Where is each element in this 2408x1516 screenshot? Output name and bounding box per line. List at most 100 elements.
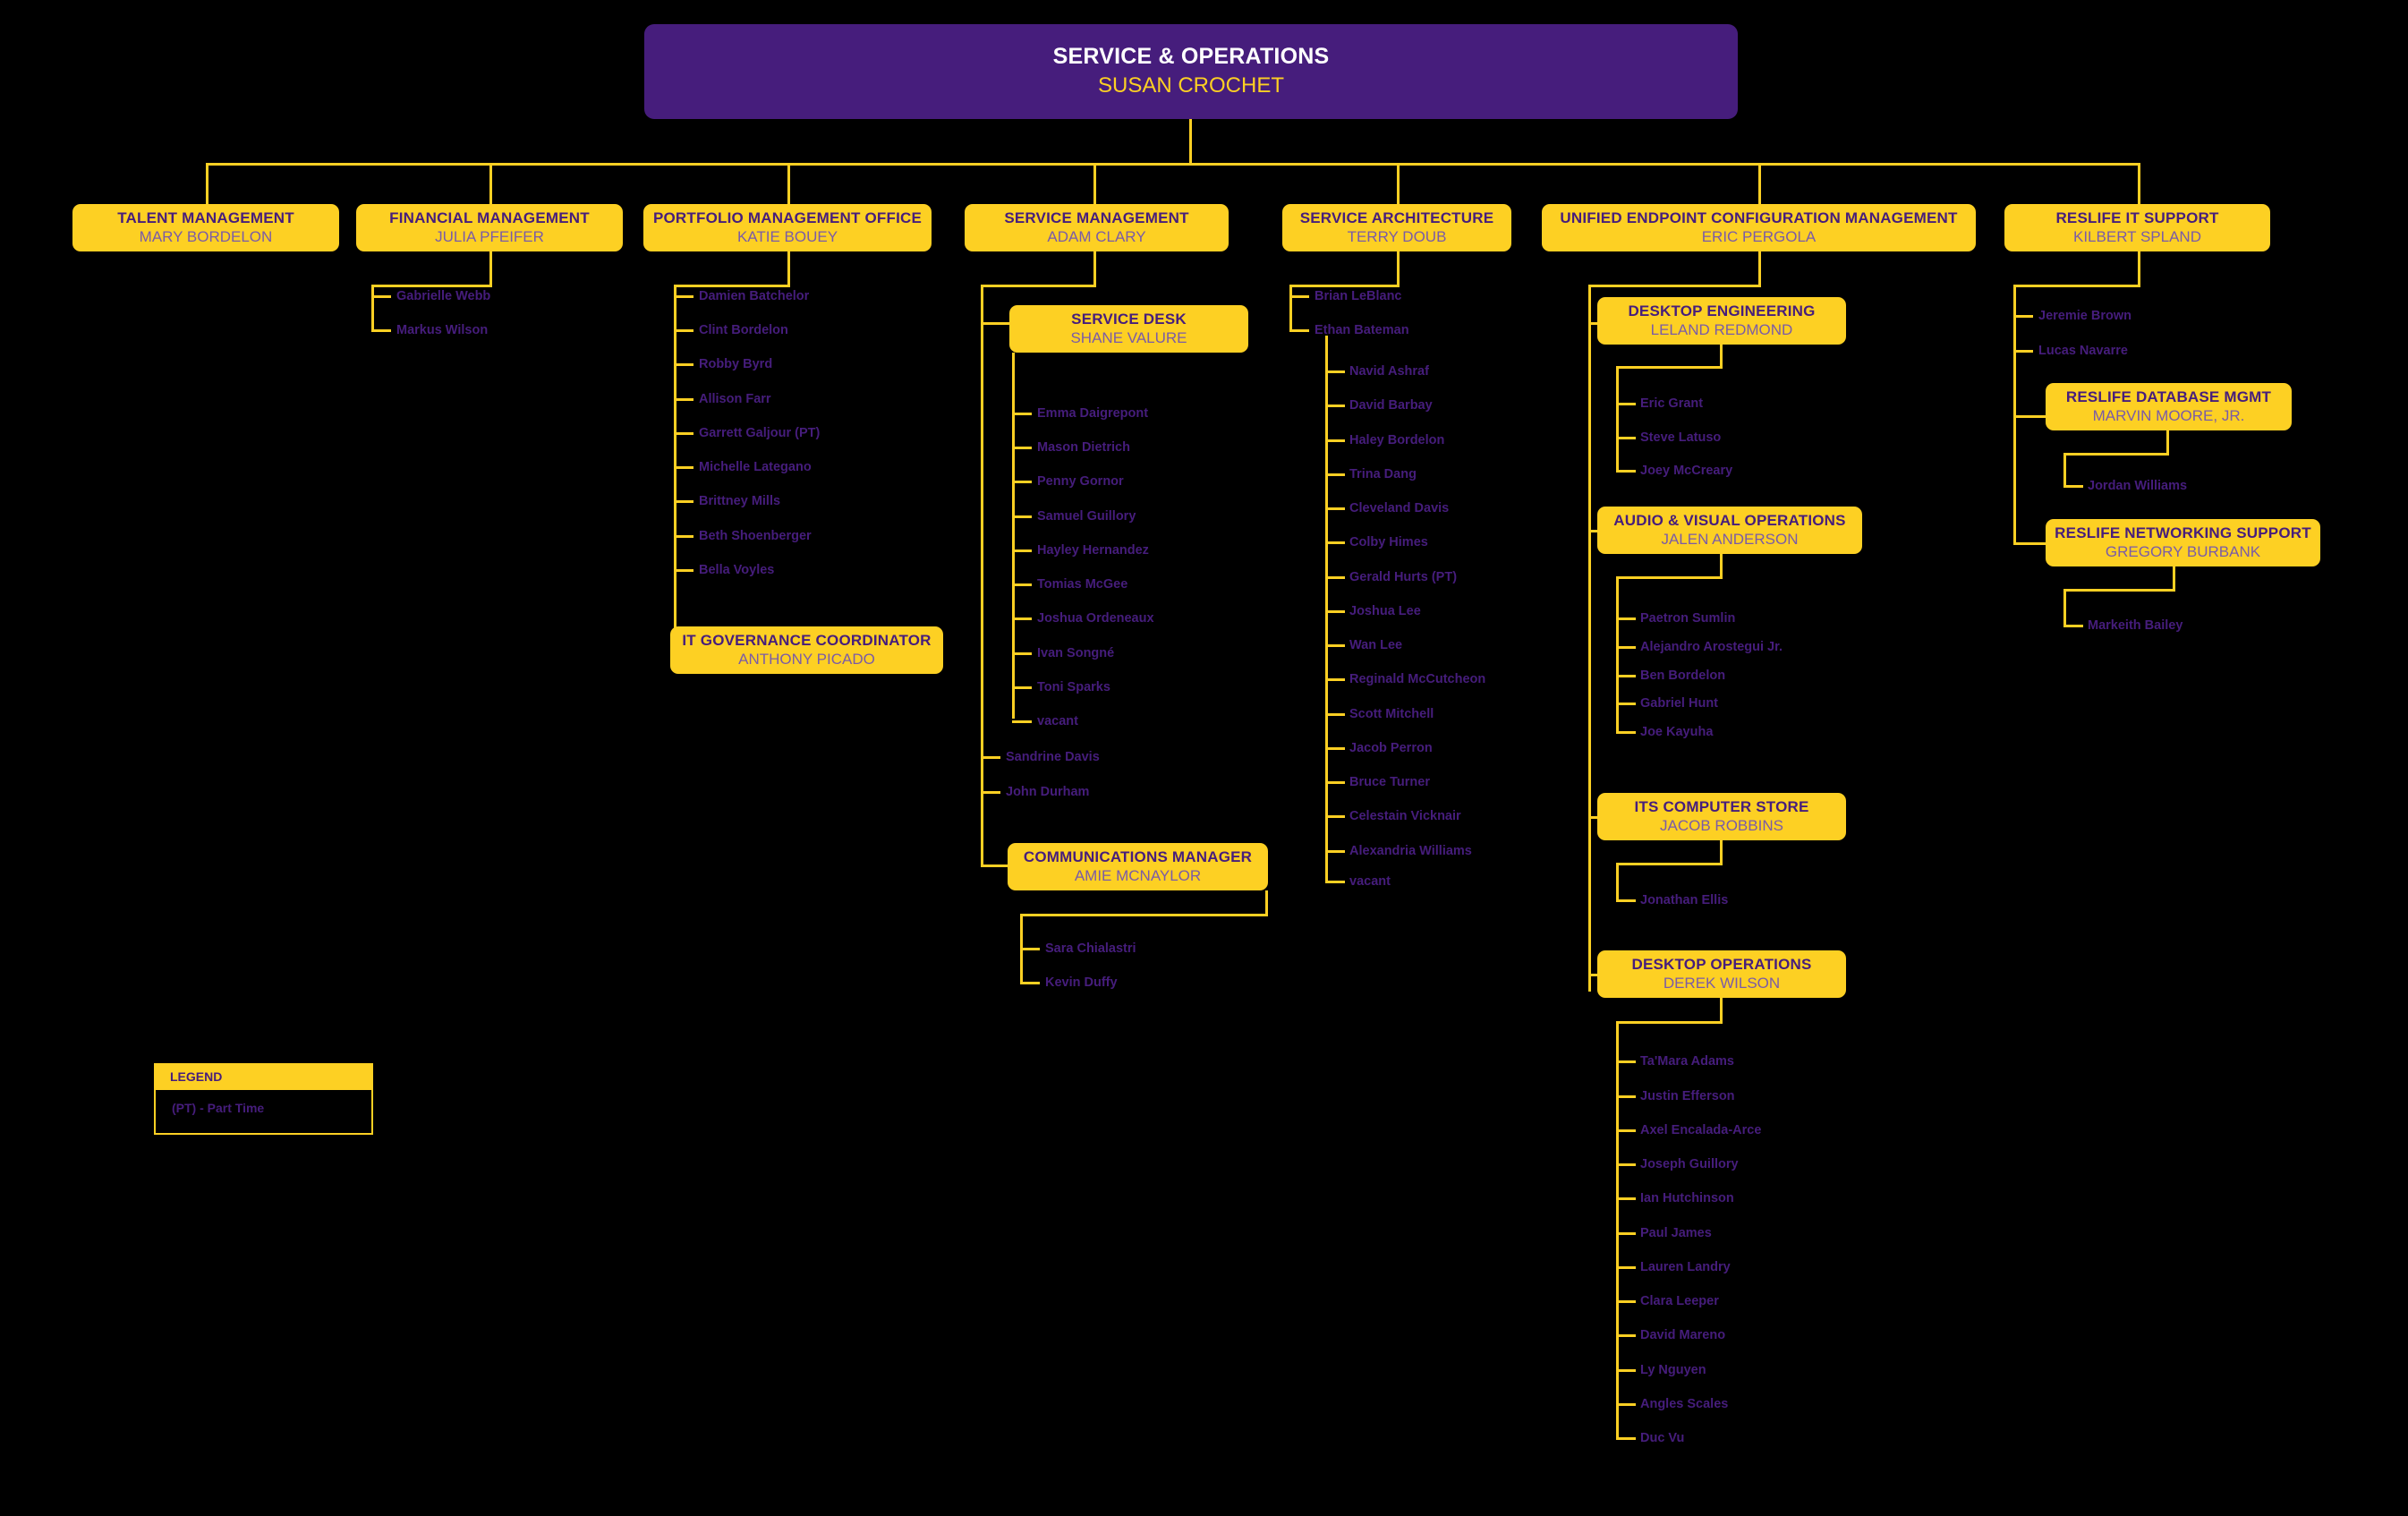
connector-financial-tick-0 (371, 295, 391, 298)
node-reslife-networking-support[interactable]: RESLIFE NETWORKING SUPPORT GREGORY BURBA… (2046, 519, 2320, 566)
connector-bateman-tick-10 (1325, 713, 1345, 716)
connector-servicedesk-tick-7 (1012, 652, 1032, 655)
connector-portfolio-tick-6 (674, 500, 693, 503)
staff-name: Jacob Perron (1349, 741, 1433, 755)
staff-name: Alejandro Arostegui Jr. (1640, 640, 1783, 654)
node-service-management[interactable]: SERVICE MANAGEMENT ADAM CLARY (965, 204, 1229, 251)
node-title: FINANCIAL MANAGEMENT (389, 209, 590, 227)
connector-bateman-tick-9 (1325, 678, 1345, 681)
connector-deskeng-elbow (1616, 366, 1723, 369)
connector-root-drop (1189, 119, 1192, 163)
connector-portfolio-tick-0 (674, 295, 693, 298)
staff-name: Steve Latuso (1640, 430, 1722, 445)
node-title: UNIFIED ENDPOINT CONFIGURATION MANAGEMEN… (1560, 209, 1958, 227)
node-title: DESKTOP ENGINEERING (1628, 302, 1816, 320)
connector-resdb-elbow (2063, 453, 2169, 456)
staff-name: Wan Lee (1349, 638, 1403, 652)
connector-uecm-elbow (1588, 285, 1761, 287)
connector-svcmgmt-tick-1 (981, 791, 1000, 794)
staff-name: Colby Himes (1349, 535, 1428, 549)
connector-deskops-tick-5 (1616, 1232, 1636, 1235)
staff-name: Paetron Sumlin (1640, 611, 1736, 626)
connector-portfolio-tick-2 (674, 363, 693, 366)
connector-resnet-elbow (2063, 589, 2175, 592)
node-person: SUSAN CROCHET (1097, 72, 1285, 98)
connector-resdb-stem (2166, 430, 2169, 455)
staff-name: Ly Nguyen (1640, 1363, 1706, 1377)
node-it-governance-coordinator[interactable]: IT GOVERNANCE COORDINATOR ANTHONY PICADO (670, 626, 943, 674)
staff-name: vacant (1349, 874, 1391, 889)
staff-name: Joe Kayuha (1640, 725, 1714, 739)
staff-name: Brittney Mills (699, 494, 781, 508)
staff-name: Allison Farr (699, 392, 771, 406)
connector-servicedesk-tick-8 (1012, 686, 1032, 689)
connector-servicedesk-tick-5 (1012, 583, 1032, 586)
staff-name: Garrett Galjour (PT) (699, 426, 821, 440)
node-unified-endpoint-configuration-management[interactable]: UNIFIED ENDPOINT CONFIGURATION MANAGEMEN… (1542, 204, 1976, 251)
node-title: PORTFOLIO MANAGEMENT OFFICE (652, 209, 923, 227)
legend-item: (PT) - Part Time (172, 1101, 265, 1115)
staff-name: Lauren Landry (1640, 1260, 1731, 1274)
node-portfolio-management-office[interactable]: PORTFOLIO MANAGEMENT OFFICE KATIE BOUEY (643, 204, 932, 251)
staff-name: Hayley Hernandez (1037, 543, 1149, 558)
connector-servicedesk-tick-0 (1012, 413, 1032, 415)
node-title: COMMUNICATIONS MANAGER (1023, 848, 1253, 866)
staff-name: Sandrine Davis (1006, 750, 1100, 764)
connector-servicedesk-tick-6 (1012, 617, 1032, 620)
staff-name: Axel Encalada-Arce (1640, 1123, 1762, 1137)
connector-deskops-tick-11 (1616, 1437, 1636, 1440)
staff-name: vacant (1037, 714, 1078, 728)
node-desktop-operations[interactable]: DESKTOP OPERATIONS DEREK WILSON (1597, 950, 1846, 998)
connector-bateman-tick-5 (1325, 541, 1345, 544)
node-title: RESLIFE IT SUPPORT (2055, 209, 2219, 227)
staff-name: Ethan Bateman (1315, 323, 1409, 337)
connector-reslife-stem (2138, 251, 2140, 286)
connector-servicedesk-tick-2 (1012, 481, 1032, 483)
node-reslife-it-support[interactable]: RESLIFE IT SUPPORT KILBERT SPLAND (2004, 204, 2270, 251)
connector-deskops-tick-8 (1616, 1334, 1636, 1337)
node-communications-manager[interactable]: COMMUNICATIONS MANAGER AMIE MCNAYLOR (1008, 843, 1268, 890)
node-its-computer-store[interactable]: ITS COMPUTER STORE JACOB ROBBINS (1597, 793, 1846, 840)
connector-bateman-tick-14 (1325, 850, 1345, 853)
node-reslife-database-mgmt[interactable]: RESLIFE DATABASE MGMT MARVIN MOORE, JR. (2046, 383, 2292, 430)
node-talent-management[interactable]: TALENT MANAGEMENT MARY BORDELON (72, 204, 339, 251)
connector-resnet-tick-0 (2063, 625, 2083, 627)
staff-name: Robby Byrd (699, 357, 773, 371)
staff-name: Joshua Lee (1349, 604, 1421, 618)
connector-svcmgmt-stem (1093, 251, 1096, 286)
staff-name: Michelle Lategano (699, 460, 812, 474)
connector-reslife-to-net (2013, 542, 2047, 545)
connector-portfolio-tick-3 (674, 398, 693, 401)
node-financial-management[interactable]: FINANCIAL MANAGEMENT JULIA PFEIFER (356, 204, 623, 251)
connector-financial-stem (489, 251, 492, 286)
connector-deskops-tick-2 (1616, 1129, 1636, 1132)
staff-name: Bella Voyles (699, 563, 775, 577)
connector-svcarch-spine (1289, 285, 1292, 332)
connector-deskeng-tick-1 (1616, 437, 1636, 439)
connector-drop-financial (489, 163, 492, 206)
staff-name: Mason Dietrich (1037, 440, 1130, 455)
connector-svcmgmt-to-servicedesk (981, 322, 1012, 325)
node-title: RESLIFE NETWORKING SUPPORT (2055, 524, 2311, 542)
connector-deskeng-tick-2 (1616, 470, 1636, 473)
node-service-architecture[interactable]: SERVICE ARCHITECTURE TERRY DOUB (1282, 204, 1511, 251)
connector-deskops-spine (1616, 1021, 1619, 1438)
connector-deskops-stem (1720, 998, 1723, 1023)
staff-name: Markus Wilson (396, 323, 489, 337)
connector-bateman-tick-13 (1325, 815, 1345, 818)
connector-bateman-tick-3 (1325, 473, 1345, 476)
node-desktop-engineering[interactable]: DESKTOP ENGINEERING LELAND REDMOND (1597, 297, 1846, 345)
connector-top-bus (206, 163, 2139, 166)
connector-deskops-tick-1 (1616, 1095, 1636, 1098)
connector-bateman-tick-8 (1325, 644, 1345, 647)
connector-portfolio-tick-4 (674, 432, 693, 435)
node-service-operations[interactable]: SERVICE & OPERATIONS SUSAN CROCHET (644, 24, 1738, 119)
connector-resnet-spine (2063, 589, 2066, 626)
node-service-desk[interactable]: SERVICE DESK SHANE VALURE (1009, 305, 1248, 353)
node-person: DEREK WILSON (1663, 974, 1781, 992)
connector-reslife-to-db (2013, 415, 2047, 418)
node-audio-visual-operations[interactable]: AUDIO & VISUAL OPERATIONS JALEN ANDERSON (1597, 507, 1862, 554)
node-title: AUDIO & VISUAL OPERATIONS (1613, 512, 1846, 530)
node-person: MARVIN MOORE, JR. (2092, 406, 2245, 424)
staff-name: Clara Leeper (1640, 1294, 1719, 1308)
